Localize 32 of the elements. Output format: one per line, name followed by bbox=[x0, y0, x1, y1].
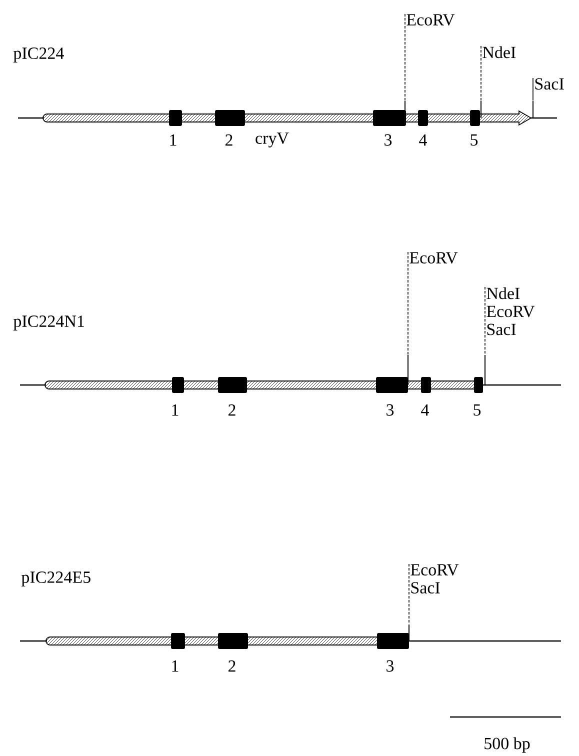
gene-name: cryV bbox=[256, 132, 289, 148]
restriction-site-label: SacI bbox=[535, 78, 564, 90]
exon-number: 5 bbox=[474, 404, 481, 416]
exon-number: 4 bbox=[419, 134, 427, 146]
leader-line bbox=[484, 286, 486, 355]
exon-number: 4 bbox=[421, 404, 429, 416]
restriction-site-label: NdeI EcoRV SacI bbox=[486, 287, 535, 336]
exon-number: 2 bbox=[228, 404, 236, 416]
restriction-site-label: EcoRV SacI bbox=[410, 564, 459, 594]
exon-number: 1 bbox=[170, 134, 176, 146]
leader-line bbox=[532, 78, 534, 101]
plasmid-name: pIC224 bbox=[13, 48, 64, 62]
exon-number: 3 bbox=[386, 404, 394, 416]
restriction-site-label: EcoRV bbox=[406, 14, 455, 26]
exon-number: 2 bbox=[226, 134, 232, 146]
exon-number: 2 bbox=[228, 660, 236, 672]
gene-map-drawing bbox=[46, 624, 410, 649]
leader-line bbox=[480, 46, 482, 101]
scale-label: 500 bp bbox=[484, 737, 530, 753]
restriction-site-label: EcoRV bbox=[410, 252, 458, 264]
plasmid-name: pIC224N1 bbox=[13, 316, 84, 330]
leader-line bbox=[404, 14, 406, 101]
exon-number: 3 bbox=[386, 660, 394, 672]
exon-number: 3 bbox=[384, 134, 392, 146]
exon-number: 1 bbox=[172, 404, 178, 416]
gene-map-drawing bbox=[44, 354, 486, 393]
leader-line bbox=[408, 564, 410, 625]
exon-number: 1 bbox=[172, 660, 178, 672]
plasmid-name: pIC224E5 bbox=[21, 572, 90, 586]
gene-map-drawing bbox=[42, 100, 534, 126]
restriction-site-label: NdeI bbox=[482, 46, 516, 58]
exon-number: 5 bbox=[470, 134, 478, 146]
